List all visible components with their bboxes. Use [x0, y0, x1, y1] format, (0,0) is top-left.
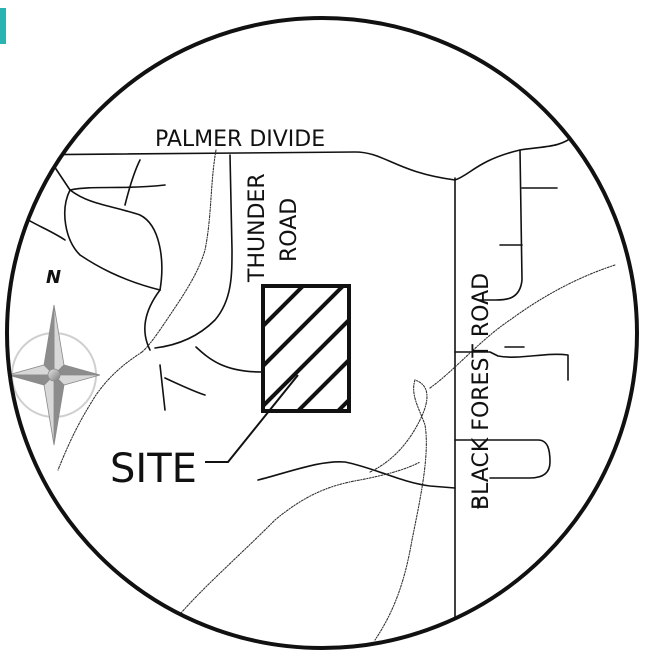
- west-road-8: [159, 364, 166, 411]
- site-leader-line: [205, 374, 299, 463]
- west-road-9: [164, 377, 206, 396]
- palmer-divide-road: [9, 134, 576, 181]
- east-loop-road-north: [477, 149, 523, 301]
- map-network: [9, 134, 616, 641]
- south-road: [257, 461, 456, 489]
- west-road-3: [69, 184, 166, 191]
- thunder-road-label-line1: THUNDER: [245, 173, 270, 283]
- map-circle-frame: [5, 16, 639, 650]
- corner-accent: [0, 8, 6, 44]
- site-label: SITE: [110, 446, 197, 492]
- west-road-7: [195, 346, 263, 373]
- palmer-divide-label: PALMER DIVIDE: [155, 127, 325, 152]
- east-branch-road: [454, 351, 569, 381]
- site-boundary: [261, 284, 351, 413]
- drainage-creek-west: [57, 351, 143, 471]
- thunder-road-west: [154, 154, 233, 349]
- east-south-loop: [454, 439, 551, 479]
- drainage-creek-east: [429, 264, 616, 389]
- drainage-creek-south: [369, 379, 428, 641]
- drainage-creek-southwest: [174, 461, 421, 621]
- site-hatch: [263, 286, 349, 411]
- drainage-creek-north: [141, 149, 217, 353]
- west-road-1: [49, 159, 163, 291]
- west-road-6: [144, 289, 161, 351]
- north-arrow-compass-icon: [7, 304, 101, 446]
- thunder-road-label-line2: ROAD: [277, 198, 302, 262]
- west-road-4: [124, 159, 141, 206]
- north-label: N: [46, 267, 61, 288]
- black-forest-road-label: BLACK FOREST ROAD: [469, 273, 494, 510]
- site-parcel: [261, 284, 351, 413]
- west-road-2: [64, 189, 161, 291]
